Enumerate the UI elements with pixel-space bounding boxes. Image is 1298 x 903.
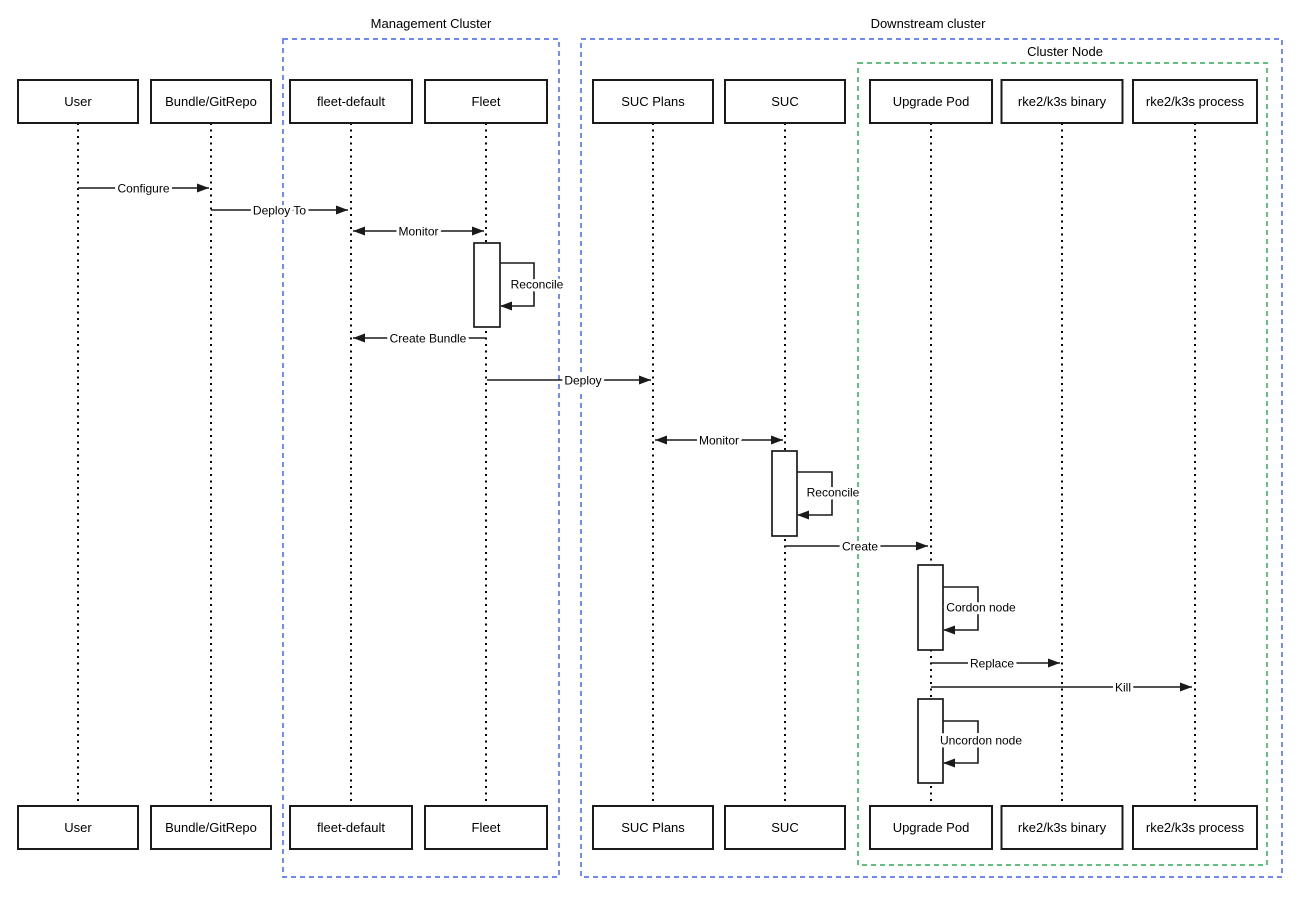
arrowhead-icon	[336, 205, 348, 215]
frame-label-management-cluster: Management Cluster	[371, 16, 492, 31]
actor-box-top-fleet-default	[289, 79, 413, 124]
actor-box-bottom-fleet	[424, 805, 548, 850]
actor-label-bottom-rke2-k3s-binary: rke2/k3s binary	[1018, 820, 1107, 835]
arrowhead-icon	[353, 226, 365, 236]
actor-label-bottom-rke2-k3s-process: rke2/k3s process	[1146, 820, 1245, 835]
actor-label-bottom-fleet: Fleet	[472, 820, 501, 835]
actor-box-bottom-upgrade-pod	[869, 805, 993, 850]
actor-label-top-rke2-k3s-binary: rke2/k3s binary	[1018, 94, 1107, 109]
message-label-kill: Kill	[1115, 681, 1131, 695]
actor-label-top-rke2-k3s-process: rke2/k3s process	[1146, 94, 1245, 109]
arrowhead-icon	[655, 435, 667, 445]
actor-box-top-suc-plans	[592, 79, 714, 124]
actor-box-top-suc	[724, 79, 846, 124]
actor-box-bottom-fleet-default	[289, 805, 413, 850]
actor-label-top-suc-plans: SUC Plans	[621, 94, 685, 109]
actor-box-bottom-suc	[724, 805, 846, 850]
actor-box-top-rke2-k3s-process	[1132, 79, 1258, 124]
arrowhead-icon	[1180, 682, 1192, 692]
frame-cluster-node	[857, 62, 1268, 866]
actor-box-top-upgrade-pod	[869, 79, 993, 124]
arrowhead-icon	[943, 625, 955, 635]
message-label-replace: Replace	[970, 657, 1014, 671]
actor-label-bottom-upgrade-pod: Upgrade Pod	[893, 820, 970, 835]
message-label-create: Create	[842, 540, 878, 554]
message-label-configure: Configure	[117, 182, 169, 196]
self-message-label-reconcile: Reconcile	[511, 278, 564, 292]
actor-box-bottom-bundle-gitrepo	[150, 805, 272, 850]
actor-label-bottom-suc: SUC	[771, 820, 798, 835]
actor-box-bottom-rke2-k3s-process	[1132, 805, 1258, 850]
activation-suc-1	[771, 450, 798, 537]
activation-upgrade-pod-3	[917, 698, 944, 784]
message-label-deploy-to: Deploy To	[253, 204, 306, 218]
actor-label-bottom-suc-plans: SUC Plans	[621, 820, 685, 835]
self-message-label-reconcile: Reconcile	[807, 486, 860, 500]
actor-box-top-bundle-gitrepo	[150, 79, 272, 124]
self-message-line-cordon-node	[943, 586, 979, 631]
arrowhead-icon	[639, 375, 651, 385]
message-label-create-bundle: Create Bundle	[390, 332, 467, 346]
actor-label-top-user: User	[64, 94, 92, 109]
actor-box-top-fleet	[424, 79, 548, 124]
actor-label-top-bundle-gitrepo: Bundle/GitRepo	[165, 94, 257, 109]
arrowhead-icon	[500, 301, 512, 311]
actor-box-bottom-rke2-k3s-binary	[1000, 805, 1124, 850]
actor-label-top-fleet-default: fleet-default	[317, 94, 385, 109]
self-message-line-reconcile	[797, 471, 833, 516]
actor-box-bottom-suc-plans	[592, 805, 714, 850]
frame-label-cluster-node: Cluster Node	[1027, 44, 1103, 59]
actor-label-bottom-fleet-default: fleet-default	[317, 820, 385, 835]
message-label-monitor: Monitor	[699, 434, 739, 448]
arrowhead-icon	[1048, 658, 1060, 668]
actor-label-bottom-bundle-gitrepo: Bundle/GitRepo	[165, 820, 257, 835]
message-label-deploy: Deploy	[564, 374, 601, 388]
actor-label-top-fleet: Fleet	[472, 94, 501, 109]
frame-downstream-cluster	[580, 38, 1283, 878]
activation-fleet-0	[473, 242, 501, 328]
arrowhead-icon	[916, 541, 928, 551]
actor-label-bottom-user: User	[64, 820, 92, 835]
self-message-line-uncordon-node	[943, 720, 979, 764]
arrowhead-icon	[197, 183, 209, 193]
actor-box-bottom-user	[17, 805, 139, 850]
self-message-label-uncordon-node: Uncordon node	[940, 734, 1022, 748]
activation-upgrade-pod-2	[917, 564, 944, 651]
actor-label-top-upgrade-pod: Upgrade Pod	[893, 94, 970, 109]
arrowhead-icon	[353, 333, 365, 343]
arrowhead-icon	[472, 226, 484, 236]
arrowhead-icon	[771, 435, 783, 445]
arrowhead-icon	[797, 510, 809, 520]
self-message-label-cordon-node: Cordon node	[946, 601, 1016, 615]
self-message-line-reconcile	[500, 262, 535, 307]
actor-label-top-suc: SUC	[771, 94, 798, 109]
arrowhead-icon	[943, 758, 955, 768]
message-label-monitor: Monitor	[398, 225, 438, 239]
frame-label-downstream-cluster: Downstream cluster	[871, 16, 987, 31]
actor-box-top-user	[17, 79, 139, 124]
frame-management-cluster	[282, 38, 560, 878]
actor-box-top-rke2-k3s-binary	[1000, 79, 1124, 124]
